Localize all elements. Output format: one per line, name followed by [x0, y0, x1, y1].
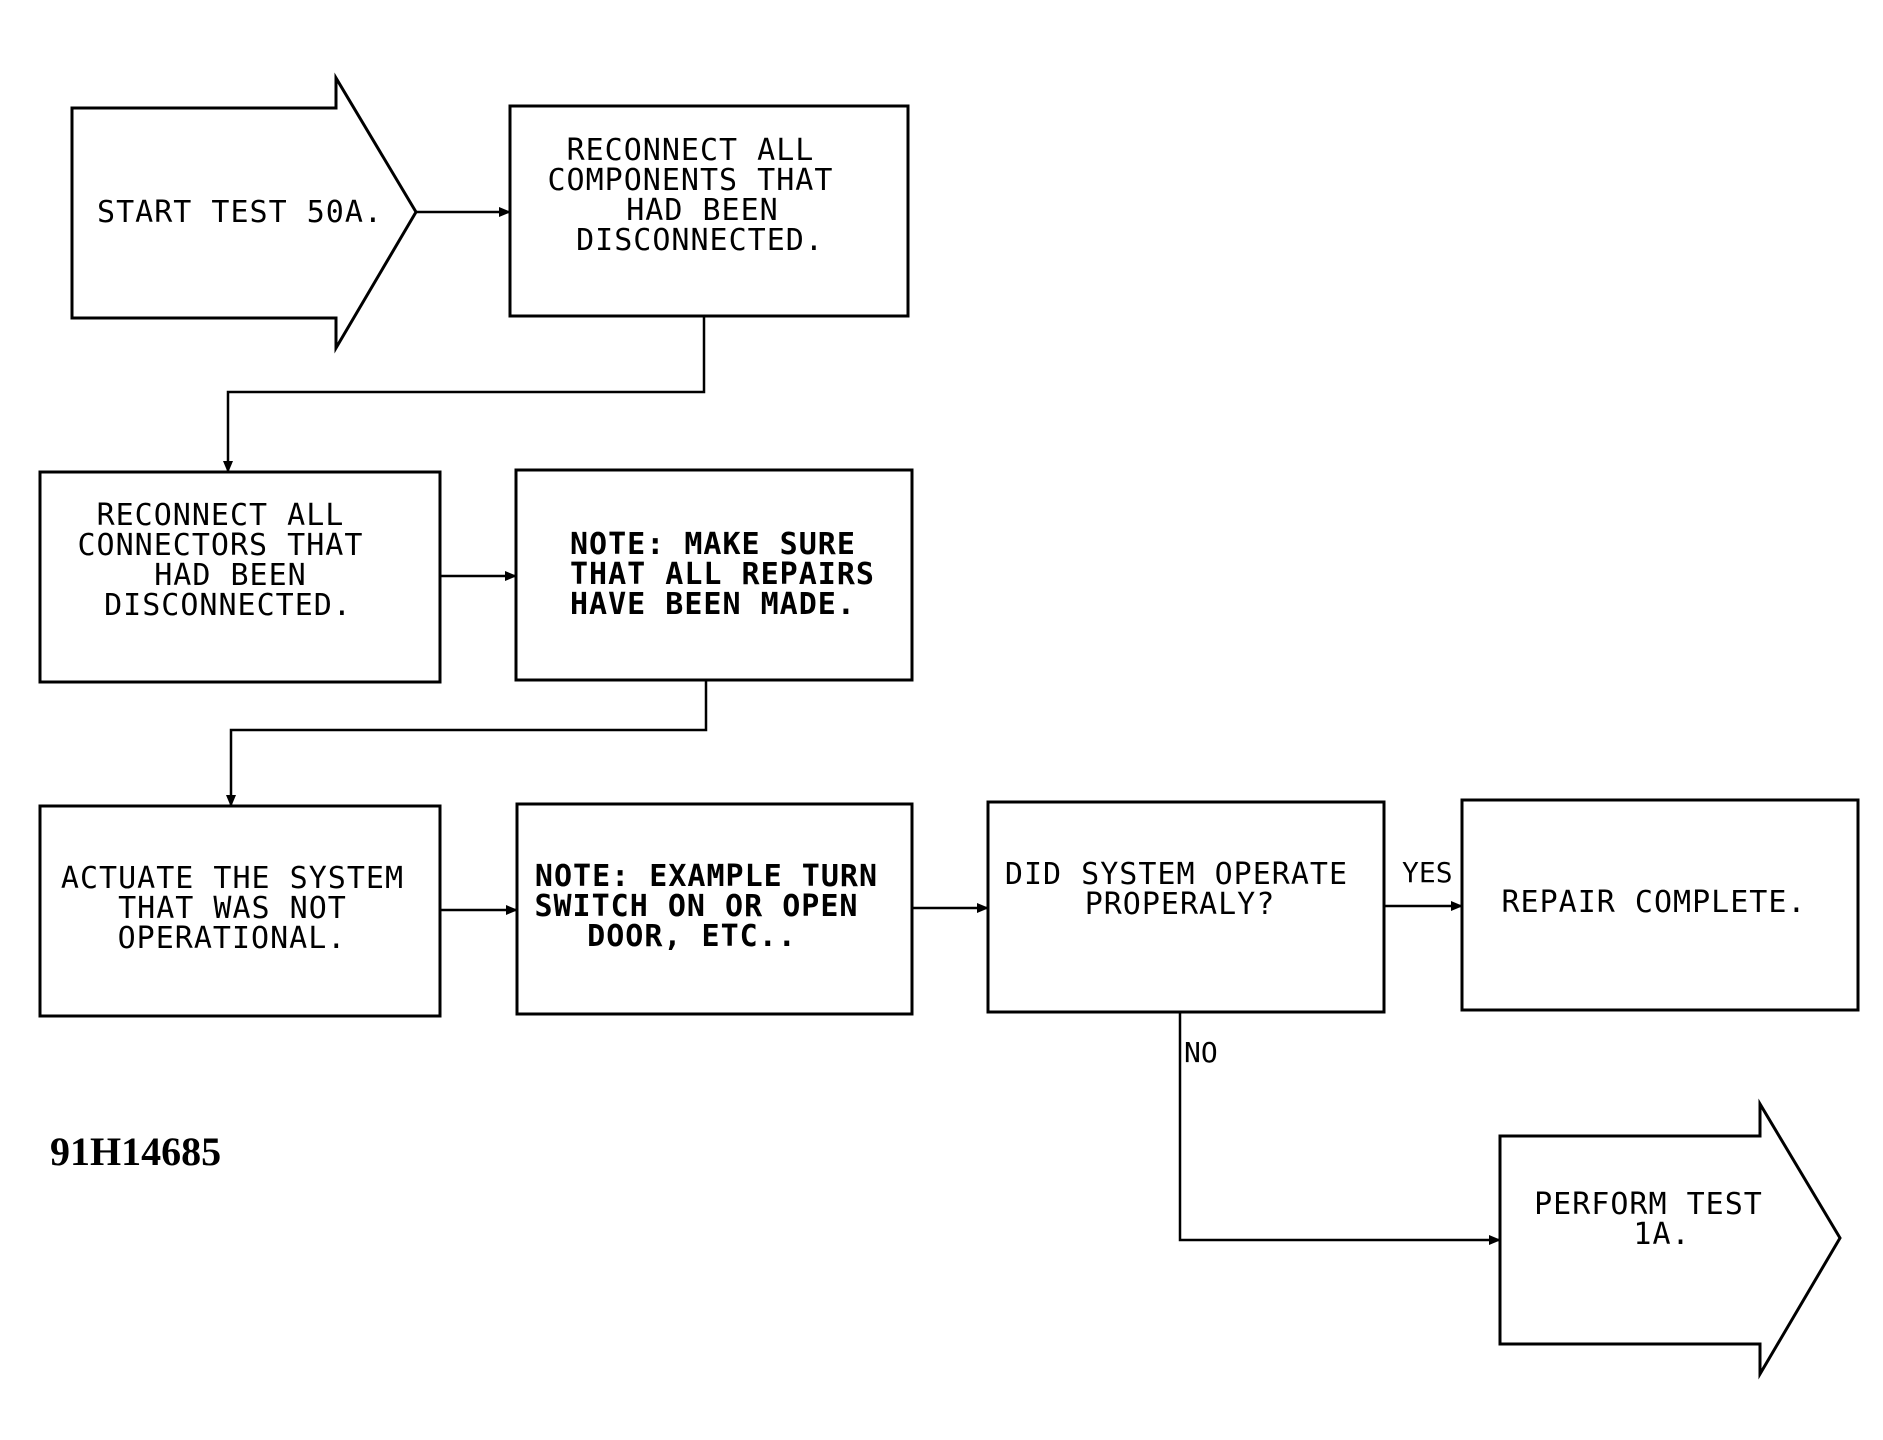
reconnect-connectors-label: RECONNECT ALL CONNECTORS THAT HAD BEEN D… [78, 498, 383, 623]
repair-complete-line: REPAIR COMPLETE. [1502, 885, 1807, 920]
reconnect-connectors-line: DISCONNECTED. [104, 588, 352, 623]
perform-test-arrow-shape [1498, 1098, 1842, 1380]
reconnect-components-line: RECONNECT ALL [567, 133, 815, 168]
decision-line: DID SYSTEM OPERATE [1005, 857, 1348, 892]
note-example-line: SWITCH ON OR OPEN [534, 889, 858, 924]
start-label: START TEST 50A. [97, 195, 383, 230]
note-repairs-line: HAVE BEEN MADE. [570, 587, 856, 622]
note-repairs-label: NOTE: MAKE SURE THAT ALL REPAIRS HAVE BE… [570, 527, 894, 622]
decision-label: DID SYSTEM OPERATE PROPERALY? [1005, 857, 1367, 922]
note-repairs-line: THAT ALL REPAIRS [570, 557, 875, 592]
start-label-line: START TEST 50A. [97, 195, 383, 230]
reconnect-connectors-line: HAD BEEN [154, 558, 307, 593]
note-example-line: NOTE: EXAMPLE TURN [535, 859, 878, 894]
yes-label: YES [1402, 856, 1453, 889]
reconnect-components-label: RECONNECT ALL COMPONENTS THAT HAD BEEN D… [548, 133, 853, 258]
no-label: NO [1184, 1036, 1218, 1069]
perform-test-label: PERFORM TEST 1A. [1534, 1187, 1782, 1252]
reconnect-connectors-line: RECONNECT ALL [97, 498, 345, 533]
actuate-line: THAT WAS NOT [118, 891, 347, 926]
connector-decision-no [1178, 1012, 1501, 1245]
note-example-label: NOTE: EXAMPLE TURN SWITCH ON OR OPEN DOO… [534, 859, 897, 954]
decision-line: PROPERALY? [1085, 887, 1276, 922]
note-example-line: DOOR, ETC.. [587, 919, 797, 954]
start-arrow-shape [70, 72, 418, 354]
connector-components-to-connectors [223, 316, 706, 473]
perform-test-line: 1A. [1633, 1217, 1690, 1252]
figure-id: 91H14685 [50, 1129, 222, 1174]
repair-complete-label: REPAIR COMPLETE. [1502, 885, 1807, 920]
note-repairs-line: NOTE: MAKE SURE [570, 527, 856, 562]
perform-test-line: PERFORM TEST [1534, 1187, 1763, 1222]
actuate-line: OPERATIONAL. [118, 921, 347, 956]
reconnect-components-line: HAD BEEN [626, 193, 779, 228]
connector-note-to-actuate [226, 680, 708, 807]
reconnect-components-line: DISCONNECTED. [576, 223, 824, 258]
actuate-label: ACTUATE THE SYSTEM THAT WAS NOT OPERATIO… [61, 861, 423, 956]
